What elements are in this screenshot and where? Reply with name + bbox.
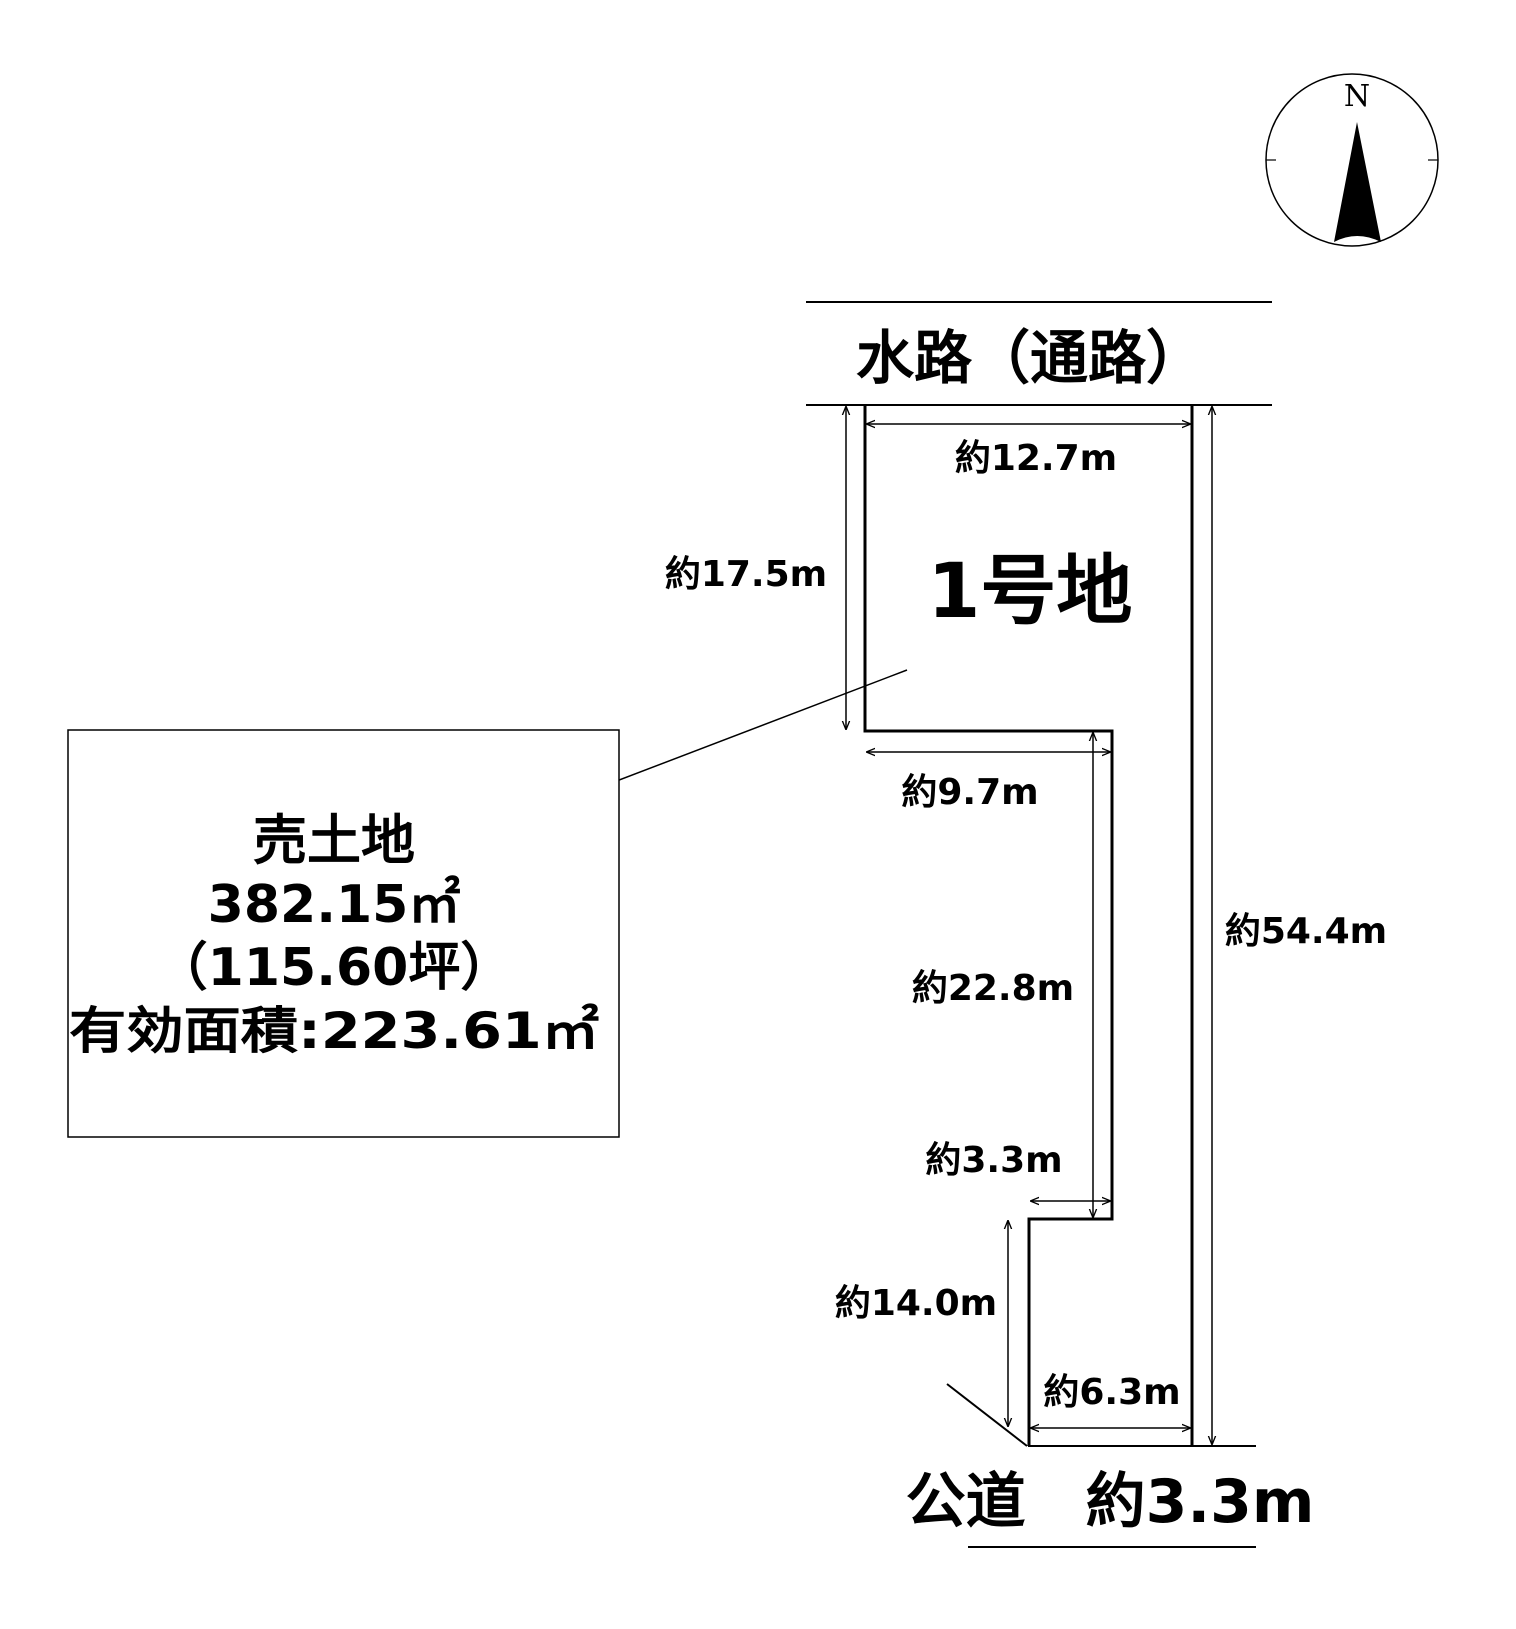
info-area: 382.15㎡ (208, 875, 461, 935)
leader-line (579, 669, 908, 796)
north-label: N (1344, 79, 1370, 114)
north-road: 水路（通路） (806, 301, 1272, 406)
dim-upper-left-depth: 約17.5m (665, 554, 827, 595)
info-tsubo: （115.60坪） (156, 938, 513, 998)
dim-notch-width: 約3.3m (925, 1140, 1062, 1181)
dimension-lines (846, 407, 1212, 1444)
lot-outline (863, 405, 1194, 1447)
north-compass-icon: N (1265, 73, 1439, 247)
info-box: 売土地 382.15㎡ （115.60坪） 有効面積:223.61㎡ (67, 729, 620, 1138)
dimension-labels: 約12.7m 約17.5m 約9.7m 約22.8m 約3.3m 約14.0m … (665, 438, 1387, 1413)
south-road-label: 公道 約3.3m (906, 1467, 1315, 1537)
north-road-label: 水路（通路） (856, 324, 1204, 392)
info-title: 売土地 (253, 809, 415, 872)
dim-total-depth: 約54.4m (1225, 911, 1387, 952)
dim-lower-depth: 約14.0m (835, 1283, 997, 1324)
lot-name: 1号地 (928, 546, 1133, 635)
dim-frontage: 約6.3m (1043, 1372, 1180, 1413)
dim-middle-depth: 約22.8m (912, 968, 1074, 1009)
info-effective-area: 有効面積:223.61㎡ (69, 1002, 599, 1060)
south-road: 公道 約3.3m (906, 1445, 1315, 1548)
dim-step-width: 約9.7m (901, 772, 1038, 813)
dim-top-width: 約12.7m (955, 438, 1117, 479)
